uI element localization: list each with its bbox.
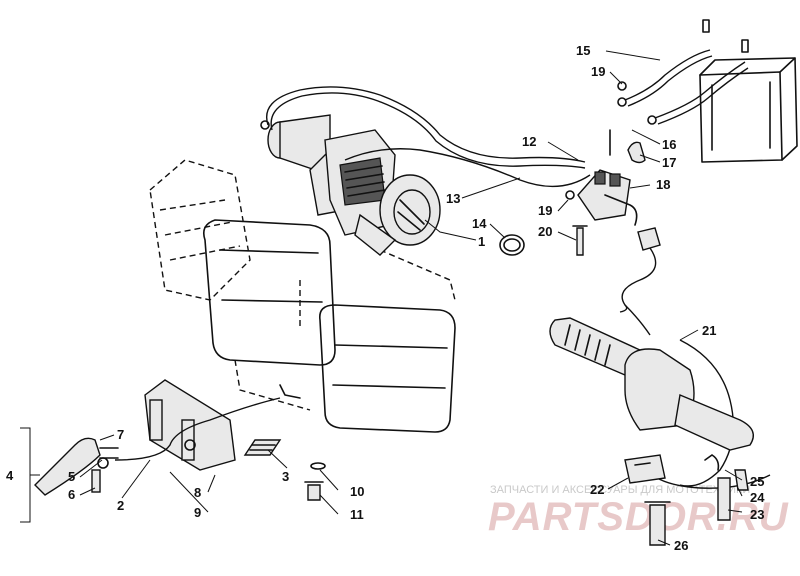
callout-7: 7 [117,427,124,442]
callout-6: 6 [68,487,75,502]
callout-labels: 1 2 3 4 5 6 7 8 9 10 11 12 13 14 15 16 1… [6,43,765,553]
callout-16: 16 [662,137,676,152]
callout-5: 5 [68,469,75,484]
callout-18: 18 [656,177,670,192]
callout-10: 10 [350,484,364,499]
watermark: ЗАПЧАСТИ И АКСЕССУАРЫ ДЛЯ МОТОТЕХНИКИ PA… [488,484,789,539]
callout-2: 2 [117,498,124,513]
callout-23: 23 [750,507,764,522]
callout-20: 20 [538,224,552,239]
callout-13: 13 [446,191,460,206]
callout-4: 4 [6,468,14,483]
small-parts [499,81,627,256]
callout-25: 25 [750,474,764,489]
winch [267,114,441,256]
leader-lines [20,50,743,546]
callout-15: 15 [576,43,590,58]
callout-1: 1 [478,234,485,249]
front-bumper-frame [149,159,456,433]
lower-mount [34,379,749,546]
callout-19-top: 19 [591,64,605,79]
callout-14: 14 [472,216,487,231]
battery-cables [617,49,749,125]
callout-12: 12 [522,134,536,149]
solenoid [577,129,646,226]
callout-26: 26 [674,538,688,553]
handlebar-switch [549,317,754,484]
callout-8: 8 [194,485,201,500]
callout-22: 22 [590,482,604,497]
battery [699,19,798,163]
watermark-logo: PARTSDOR.RU [488,495,789,539]
callout-21: 21 [702,323,716,338]
callout-17: 17 [662,155,676,170]
callout-24: 24 [750,490,765,505]
callout-3: 3 [282,469,289,484]
callout-9: 9 [194,505,201,520]
callout-19-lower: 19 [538,203,552,218]
winch-cables [260,86,591,188]
callout-11: 11 [350,507,364,522]
